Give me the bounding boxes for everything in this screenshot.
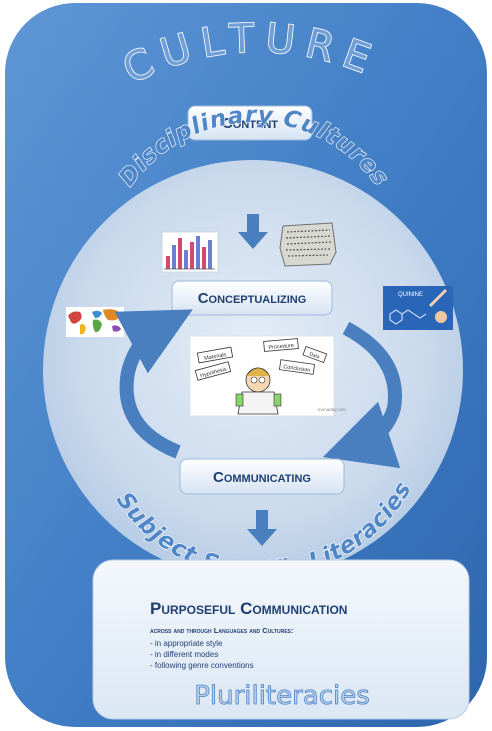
down-arrow-bottom-icon <box>247 510 277 546</box>
sign-procedure: Procedure <box>268 343 294 351</box>
purposeful-title: Purposeful Communication <box>150 599 347 618</box>
communicating-box: Communicating <box>179 458 345 495</box>
communicating-label: Communicating <box>213 469 311 486</box>
content-label: Content <box>222 115 278 132</box>
purposeful-item: - following genre conventions <box>150 661 254 670</box>
world-map-icon <box>66 307 124 337</box>
purposeful-communication-panel <box>92 559 470 720</box>
cycle-arrow-right-icon <box>322 321 402 469</box>
pluriliteracies-label: Pluriliteracies <box>194 681 370 711</box>
purposeful-subtitle: across and through Languages and Culture… <box>150 626 293 635</box>
conceptualizing-box: Conceptualizing <box>171 280 333 316</box>
sign-data: Data <box>308 351 320 360</box>
sign-conclusion: Conclusion <box>283 364 311 374</box>
purposeful-item: - in different modes <box>150 650 218 659</box>
bar-chart-icon <box>161 231 219 273</box>
quinine-label: QUININE <box>398 292 423 298</box>
ancient-tablet-icon <box>279 222 337 267</box>
down-arrow-icon <box>238 214 268 249</box>
sign-materials: Materials <box>204 352 227 362</box>
scientist-cartoon-icon: Materials Procedure Hypothesis Conclusio… <box>189 335 346 417</box>
molecule-icon: QUININE <box>383 286 453 330</box>
content-box: Content <box>187 105 313 141</box>
conceptualizing-label: Conceptualizing <box>198 290 307 307</box>
cartoon-credit: toonaday.com <box>318 407 346 412</box>
purposeful-item: - in appropriate style <box>150 639 223 648</box>
cycle-arrow-left-icon <box>114 309 193 459</box>
